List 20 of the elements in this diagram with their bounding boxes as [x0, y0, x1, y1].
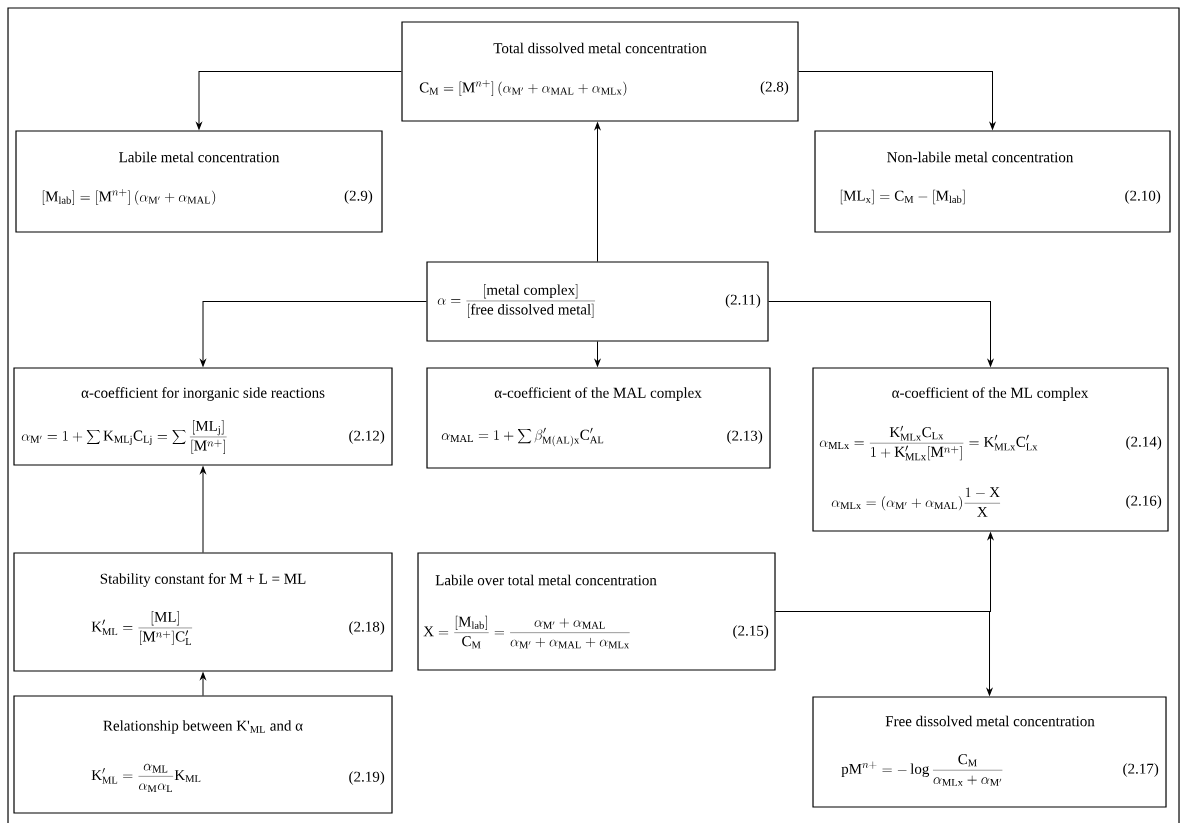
formula-box: Relationship between K'$_{ML}$ and α $\mathrm{K'_{ML}} = \frac{\alpha_{\mathrm{ML}}}{\alpha_{\mathrm{M}}\alpha_{\mathrm{L}}}\mathrm{K_{ML}}$ (2.19) [13, 695, 393, 814]
formula-box: Free dissolved metal concentration $\mathrm{pM}^{n+} = -\log \frac{\mathrm{C_M}}{\alpha_{\mathrm{MLx}} + \alpha_{\mathrm{M'}}}$ (2.17) [812, 696, 1167, 808]
formula-box: α-coefficient of the MAL complex $\alpha_{\mathrm{MAL}} = 1 + \sum \beta'_{\mathrm{M(AL)x}}\mathrm{C'_{AL}}$ (2.13) [426, 367, 771, 469]
formula-box: Labile metal concentration $[\mathrm{M_{lab}}] = [\mathrm{M}^{n+}]\,(\alpha_{\mathrm{M'}} + \alpha_{\mathrm{MAL}})$ (2.9) [15, 130, 383, 233]
arrow [200, 466, 206, 553]
formula-box: α-coefficient for inorganic side reactions $\alpha_{\mathrm{M'}} = 1 + \sum \mathrm{K_{MLj}C_{Lj}} = \sum \frac{[\mathrm{ML_j}]}{[\mathrm{M}^{n+}]}$ (2.12) [13, 367, 393, 466]
arrow [775, 611, 993, 696]
arrow [200, 672, 206, 696]
formula-box: Total dissolved metal concentration $\mathrm{C_M} = [\mathrm{M}^{n+}]\,(\alpha_{\mathrm{M'}} + \alpha_{\mathrm{MAL}} + \alpha_{\mathrm{MLx}})$ (2.8) [401, 21, 799, 122]
arrow [196, 71, 402, 130]
arrow [200, 301, 427, 367]
arrow [594, 341, 601, 367]
arrow [768, 301, 994, 367]
arrow [594, 122, 601, 262]
formula-box: Labile over total metal concentration $\mathrm{X} = \frac{[\mathrm{M_{lab}}]}{\mathrm{C_M}} = \frac{\alpha_{\mathrm{M'}} + \alpha_{\mathrm{MAL}}}{\alpha_{\mathrm{M'}} + \alpha_{\mathrm{MAL}} + \alpha_{\mathrm{MLx}}}$ (2.15) [417, 552, 776, 671]
formula-box: α-coefficient of the ML complex $\alpha_{\mathrm{MLx}} = \frac{\mathrm{K'_{MLx}C_{Lx}}}{1+\mathrm{K'_{MLx}}[\mathrm{M}^{n+}]} = \mathrm{K'_{MLx}C'_{Lx}}$ (2.14) $\alpha_{\mathrm{MLx}} = (\alpha_{\mathrm{M'}} + \alpha_{\mathrm{MAL}})\frac{1-\mathrm{X}}{\mathrm{X}}$ (2.16) [812, 367, 1169, 532]
formula-box: Stability constant for M + L = ML $\mathrm{K'_{ML}} = \frac{[\mathrm{ML}]}{[\mathrm{M}^{n+}]\mathrm{C'_L}}$ (2.18) [13, 552, 393, 672]
formula-box: $\alpha = \frac{[\mbox{metal complex}]}{[\mbox{free dissolved metal}]}$ (2.11) [426, 261, 769, 342]
formula-box: Non-labile metal concentration $[\mathrm{ML_x}] = \mathrm{C_M} - [\mathrm{M_{lab}}]$ (2.10) [814, 130, 1171, 233]
arrow [798, 71, 996, 130]
